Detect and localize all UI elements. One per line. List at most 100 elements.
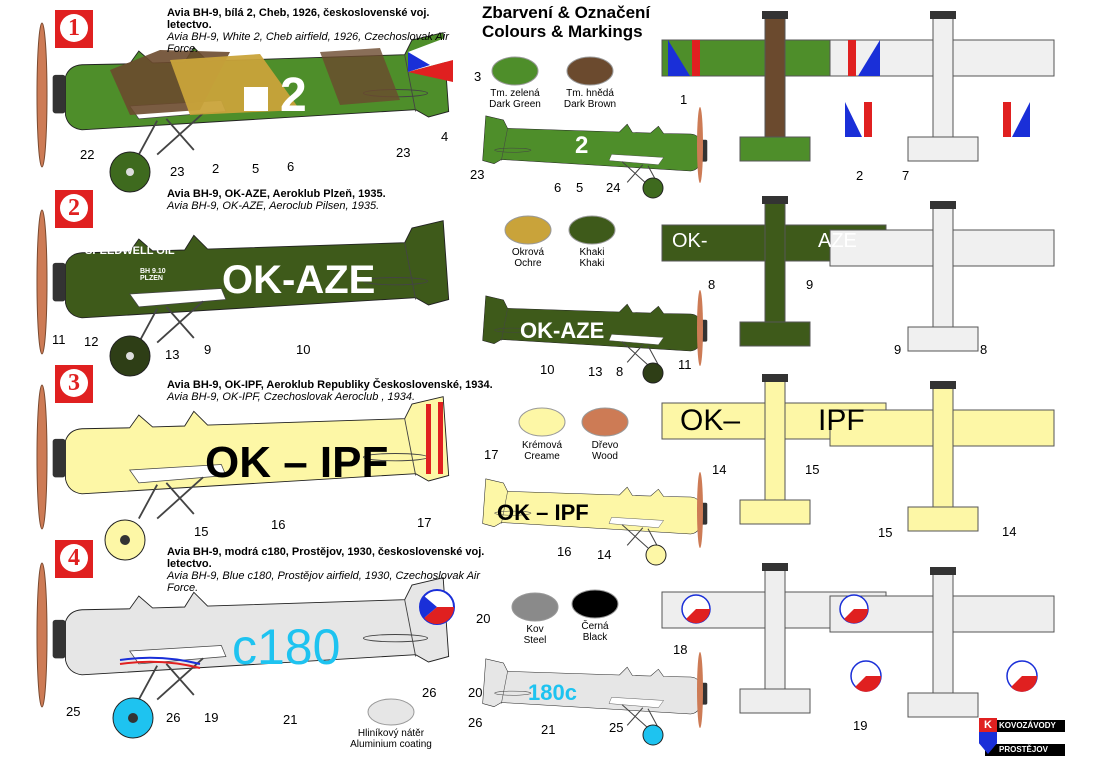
- scheme-number-4: 4: [55, 540, 93, 578]
- bottom-view-2: [829, 200, 1055, 352]
- callout-number: 18: [673, 642, 688, 657]
- small-side-1: [482, 115, 708, 186]
- callout-number: 15: [805, 462, 820, 477]
- top-wing-left-2: OK-: [672, 230, 708, 252]
- callout-number: 26: [468, 715, 483, 730]
- callout-number: 23: [470, 167, 485, 182]
- small-side-4: [482, 658, 708, 729]
- callout-number: 16: [271, 517, 286, 532]
- small-registration-2: OK-AZE: [520, 318, 605, 343]
- callout-number: 21: [283, 712, 298, 727]
- callout-number: 26: [422, 685, 437, 700]
- top-wing-right-2: AZE: [818, 230, 857, 252]
- callout-number: 5: [576, 180, 584, 195]
- small-registration-1: 2: [575, 132, 589, 159]
- scheme-number-2: 2: [55, 190, 93, 228]
- callout-number: 13: [588, 364, 603, 379]
- top-wing-left-3: OK–: [680, 404, 741, 437]
- nose-text-2: SPEEDWELL OIL: [85, 245, 175, 257]
- side-view-1: [51, 31, 453, 156]
- callout-number: 9: [894, 342, 902, 357]
- callout-number: 8: [616, 364, 624, 379]
- scheme-header-3: Avia BH-9, OK-IPF, Aeroklub Republiky Če…: [167, 379, 493, 403]
- callout-number: 12: [84, 334, 99, 349]
- small-registration-3: OK – IPF: [497, 500, 589, 525]
- side-text-2: BH 9.10 PLZEN: [140, 268, 166, 282]
- callout-number: 3: [474, 69, 482, 84]
- callout-number: 8: [980, 342, 988, 357]
- scheme-header-4: Avia BH-9, modrá c180, Prostějov, 1930, …: [167, 546, 485, 594]
- callout-number: 10: [296, 342, 311, 357]
- callout-number: 26: [166, 710, 181, 725]
- page-title: Zbarvení & Označení Colours & Markings: [482, 3, 650, 41]
- top-view-markings: [668, 40, 1038, 692]
- callout-number: 25: [609, 720, 624, 735]
- callout-number: 11: [678, 357, 692, 372]
- callout-number: 23: [170, 164, 185, 179]
- callout-number: 14: [712, 462, 727, 477]
- title-cz: Zbarvení & Označení: [482, 3, 651, 22]
- callout-number: 20: [468, 685, 483, 700]
- scheme-header-1: Avia BH-9, bílá 2, Cheb, 1926, českoslov…: [167, 7, 449, 55]
- callout-number: 21: [541, 722, 556, 737]
- callout-number: 4: [441, 129, 449, 144]
- callout-number: 16: [557, 544, 572, 559]
- small-wheels: [642, 177, 667, 746]
- scheme-number-1: 1: [55, 10, 93, 48]
- callout-number: 9: [204, 342, 212, 357]
- callout-number: 2: [212, 161, 220, 176]
- callout-number: 17: [484, 447, 499, 462]
- callout-number: 11: [52, 332, 66, 347]
- registration-4: c180: [232, 619, 341, 675]
- side-view-3: [51, 395, 450, 520]
- bottom-view-1: [829, 10, 1055, 162]
- callout-number: 22: [80, 147, 95, 162]
- callout-number: 15: [878, 525, 893, 540]
- kovozavody-logo: KOVOZÁVODY PROSTĚJOV K: [975, 718, 1065, 758]
- callout-number: 6: [554, 180, 562, 195]
- registration-1: 2: [280, 69, 307, 122]
- side-view-4: [51, 576, 455, 701]
- callout-number: 5: [252, 161, 260, 176]
- propellers: [36, 22, 48, 708]
- callout-number: 7: [902, 168, 910, 183]
- bottom-view-4: [829, 566, 1055, 718]
- callout-number: 14: [1002, 524, 1017, 539]
- registration-2: OK-AZE: [222, 258, 376, 302]
- top-wing-right-3: IPF: [818, 404, 865, 437]
- callout-number: 19: [204, 710, 219, 725]
- callout-number: 23: [396, 145, 411, 160]
- wheels: [104, 151, 154, 739]
- callout-number: 25: [66, 704, 81, 719]
- callout-number: 24: [606, 180, 621, 195]
- small-propellers: [697, 107, 703, 728]
- callout-number: 15: [194, 524, 209, 539]
- color-swatches: [367, 56, 629, 726]
- callout-number: 8: [708, 277, 716, 292]
- callout-number: 20: [476, 611, 491, 626]
- callout-number: 6: [287, 159, 295, 174]
- callout-number: 9: [806, 277, 814, 292]
- scheme-number-3: 3: [55, 365, 93, 403]
- callout-number: 10: [540, 362, 555, 377]
- callout-number: 2: [856, 168, 864, 183]
- title-en: Colours & Markings: [482, 22, 643, 41]
- callout-number: 13: [165, 347, 180, 362]
- small-registration-4: 180c: [528, 680, 577, 705]
- callout-number: 1: [680, 92, 688, 107]
- callout-number: 14: [597, 547, 612, 562]
- callout-number: 17: [417, 515, 432, 530]
- callout-number: 19: [853, 718, 868, 733]
- scheme-header-2: Avia BH-9, OK-AZE, Aeroklub Plzeň, 1935.…: [167, 188, 386, 212]
- registration-3: OK – IPF: [205, 438, 389, 487]
